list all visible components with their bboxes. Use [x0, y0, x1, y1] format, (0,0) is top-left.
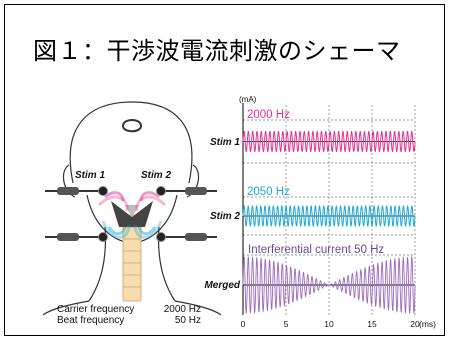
current-field: [97, 191, 167, 239]
x-tick-label: 15: [367, 319, 377, 329]
x-tick-label: 10: [324, 319, 334, 329]
merged-series-label: Merged: [204, 280, 240, 291]
stim2-electrode-label: Stim 2: [141, 170, 171, 181]
x-tick-label: 0: [241, 319, 246, 329]
electrodes: [45, 186, 217, 242]
carrier-frequency-label: Carrier frequency: [57, 304, 134, 315]
y-unit-label: (mA): [239, 95, 257, 104]
right-ear: [186, 164, 200, 198]
stim1-waveform: [242, 130, 416, 153]
left-ear: [62, 164, 76, 198]
x-tick-label: 5: [284, 319, 289, 329]
stim2-frequency-label: 2050 Hz: [247, 186, 290, 198]
electrode-stim2-lower: [98, 232, 108, 242]
head-outline: [69, 101, 193, 184]
beat-frequency-label: Beat frequency: [57, 315, 124, 326]
diagram-canvas: Stim 1 Stim 2 Carrier frequency 2000 Hz …: [42, 95, 436, 329]
carrier-frequency-value: 2000 Hz: [164, 304, 201, 315]
head-illustration: [42, 101, 222, 316]
beat-frequency-value: 50 Hz: [175, 315, 201, 326]
x-tick-labels: 0 5 10 15 20: [241, 319, 420, 329]
x-tick-label: 20: [410, 319, 420, 329]
shoulder-left: [42, 300, 90, 316]
electrode-stim2-upper: [156, 186, 166, 196]
x-unit-label: (ms): [419, 319, 436, 329]
larynx-illustration: [111, 201, 153, 302]
slide-title: 図１：干渉波電流刺激のシェーマ: [33, 37, 401, 65]
stim2-waveform: [242, 205, 416, 227]
stim1-electrode-label: Stim 1: [75, 170, 105, 181]
electrode-stim1-lower: [156, 232, 166, 242]
electrode-stim1-upper: [98, 186, 108, 196]
merged-waveform: [242, 255, 416, 315]
waveform-chart: (mA) 2000 Hz 2050 Hz Interferential curr…: [204, 95, 436, 329]
slide-frame: 図１：干渉波電流刺激のシェーマ: [4, 4, 445, 336]
stim1-frequency-label: 2000 Hz: [247, 109, 290, 121]
stim2-series-label: Stim 2: [210, 211, 240, 222]
merged-frequency-label: Interferential current 50 Hz: [248, 244, 384, 256]
nose: [121, 119, 143, 133]
shoulder-right: [174, 300, 222, 316]
stim1-series-label: Stim 1: [210, 137, 240, 148]
